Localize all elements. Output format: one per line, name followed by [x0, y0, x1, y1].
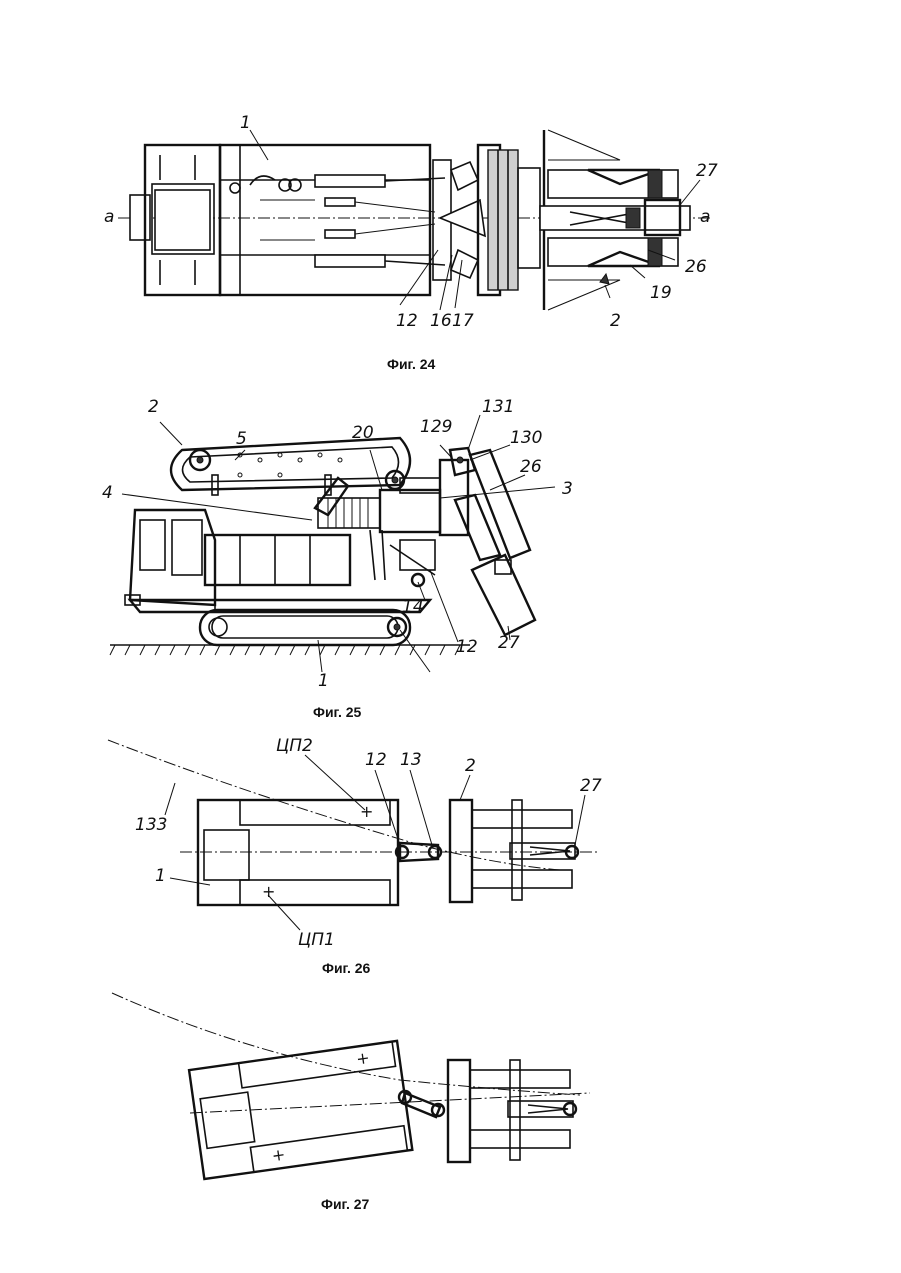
- head-block: [380, 490, 440, 532]
- figure-24-caption: Фиг. 24: [387, 356, 435, 372]
- bucket-27: [472, 555, 535, 635]
- callout-131: 131: [482, 397, 514, 417]
- callout-27: 27: [696, 161, 718, 181]
- callout-129: 129: [420, 417, 452, 437]
- callout-1: 1: [318, 671, 329, 691]
- callout-3: 3: [562, 479, 573, 499]
- callout-20: 20: [352, 423, 374, 443]
- callout-cp2: ЦП2: [276, 736, 313, 756]
- flange-2: [450, 800, 472, 902]
- svg-text:+: +: [270, 1145, 286, 1166]
- figure-27-caption: Фиг. 27: [321, 1196, 369, 1212]
- callout-5: 5: [236, 429, 247, 449]
- svg-text:+: +: [355, 1048, 371, 1069]
- callout-a-left: a: [104, 207, 114, 227]
- center-shaft: [540, 206, 690, 230]
- callout-4: 4: [102, 483, 113, 503]
- callout-17: 17: [452, 311, 474, 331]
- figure-27-drawing: + +: [100, 985, 620, 1185]
- callout-1: 1: [240, 113, 251, 133]
- callout-2: 2: [148, 397, 159, 417]
- callout-14: 14: [402, 597, 424, 617]
- callout-2: 2: [610, 311, 621, 331]
- machine-body: [205, 535, 350, 585]
- coil-block: [318, 498, 380, 528]
- svg-text:+: +: [262, 882, 275, 901]
- figure-26-caption: Фиг. 26: [322, 960, 370, 976]
- flange-ring: [488, 150, 518, 290]
- callout-a-right: a: [700, 207, 710, 227]
- callout-cp1: ЦП1: [298, 930, 335, 950]
- callout-12: 12: [365, 750, 387, 770]
- figure-25-drawing: 2 5 4 20 129 131 130 26 3 14 12 27 1: [100, 390, 580, 690]
- callout-13: 13: [400, 750, 422, 770]
- callout-27: 27: [498, 633, 520, 653]
- main-body: [220, 145, 430, 295]
- callout-1: 1: [155, 866, 166, 886]
- callout-130: 130: [510, 428, 542, 448]
- callout-12: 12: [456, 637, 478, 657]
- callout-2: 2: [465, 756, 476, 776]
- callout-12: 12: [396, 311, 418, 331]
- figure-26-drawing: + + ЦП2 12 13 2 27 133 1 ЦП1: [100, 735, 620, 965]
- svg-text:+: +: [360, 802, 373, 821]
- turning-curve: [108, 740, 560, 870]
- callout-19: 19: [650, 283, 672, 303]
- figure-24-drawing: 1 a a 27 26 19 2 12 16 17: [100, 100, 740, 360]
- left-inner-drum: [155, 190, 210, 250]
- figure-25-caption: Фиг. 25: [313, 704, 361, 720]
- machine-body-rotated: [189, 1041, 412, 1179]
- callout-133: 133: [135, 815, 167, 835]
- callout-27: 27: [580, 776, 602, 796]
- callout-26: 26: [520, 457, 542, 477]
- left-hub: [130, 195, 150, 240]
- callout-26: 26: [685, 257, 707, 277]
- callout-16: 16: [430, 311, 452, 331]
